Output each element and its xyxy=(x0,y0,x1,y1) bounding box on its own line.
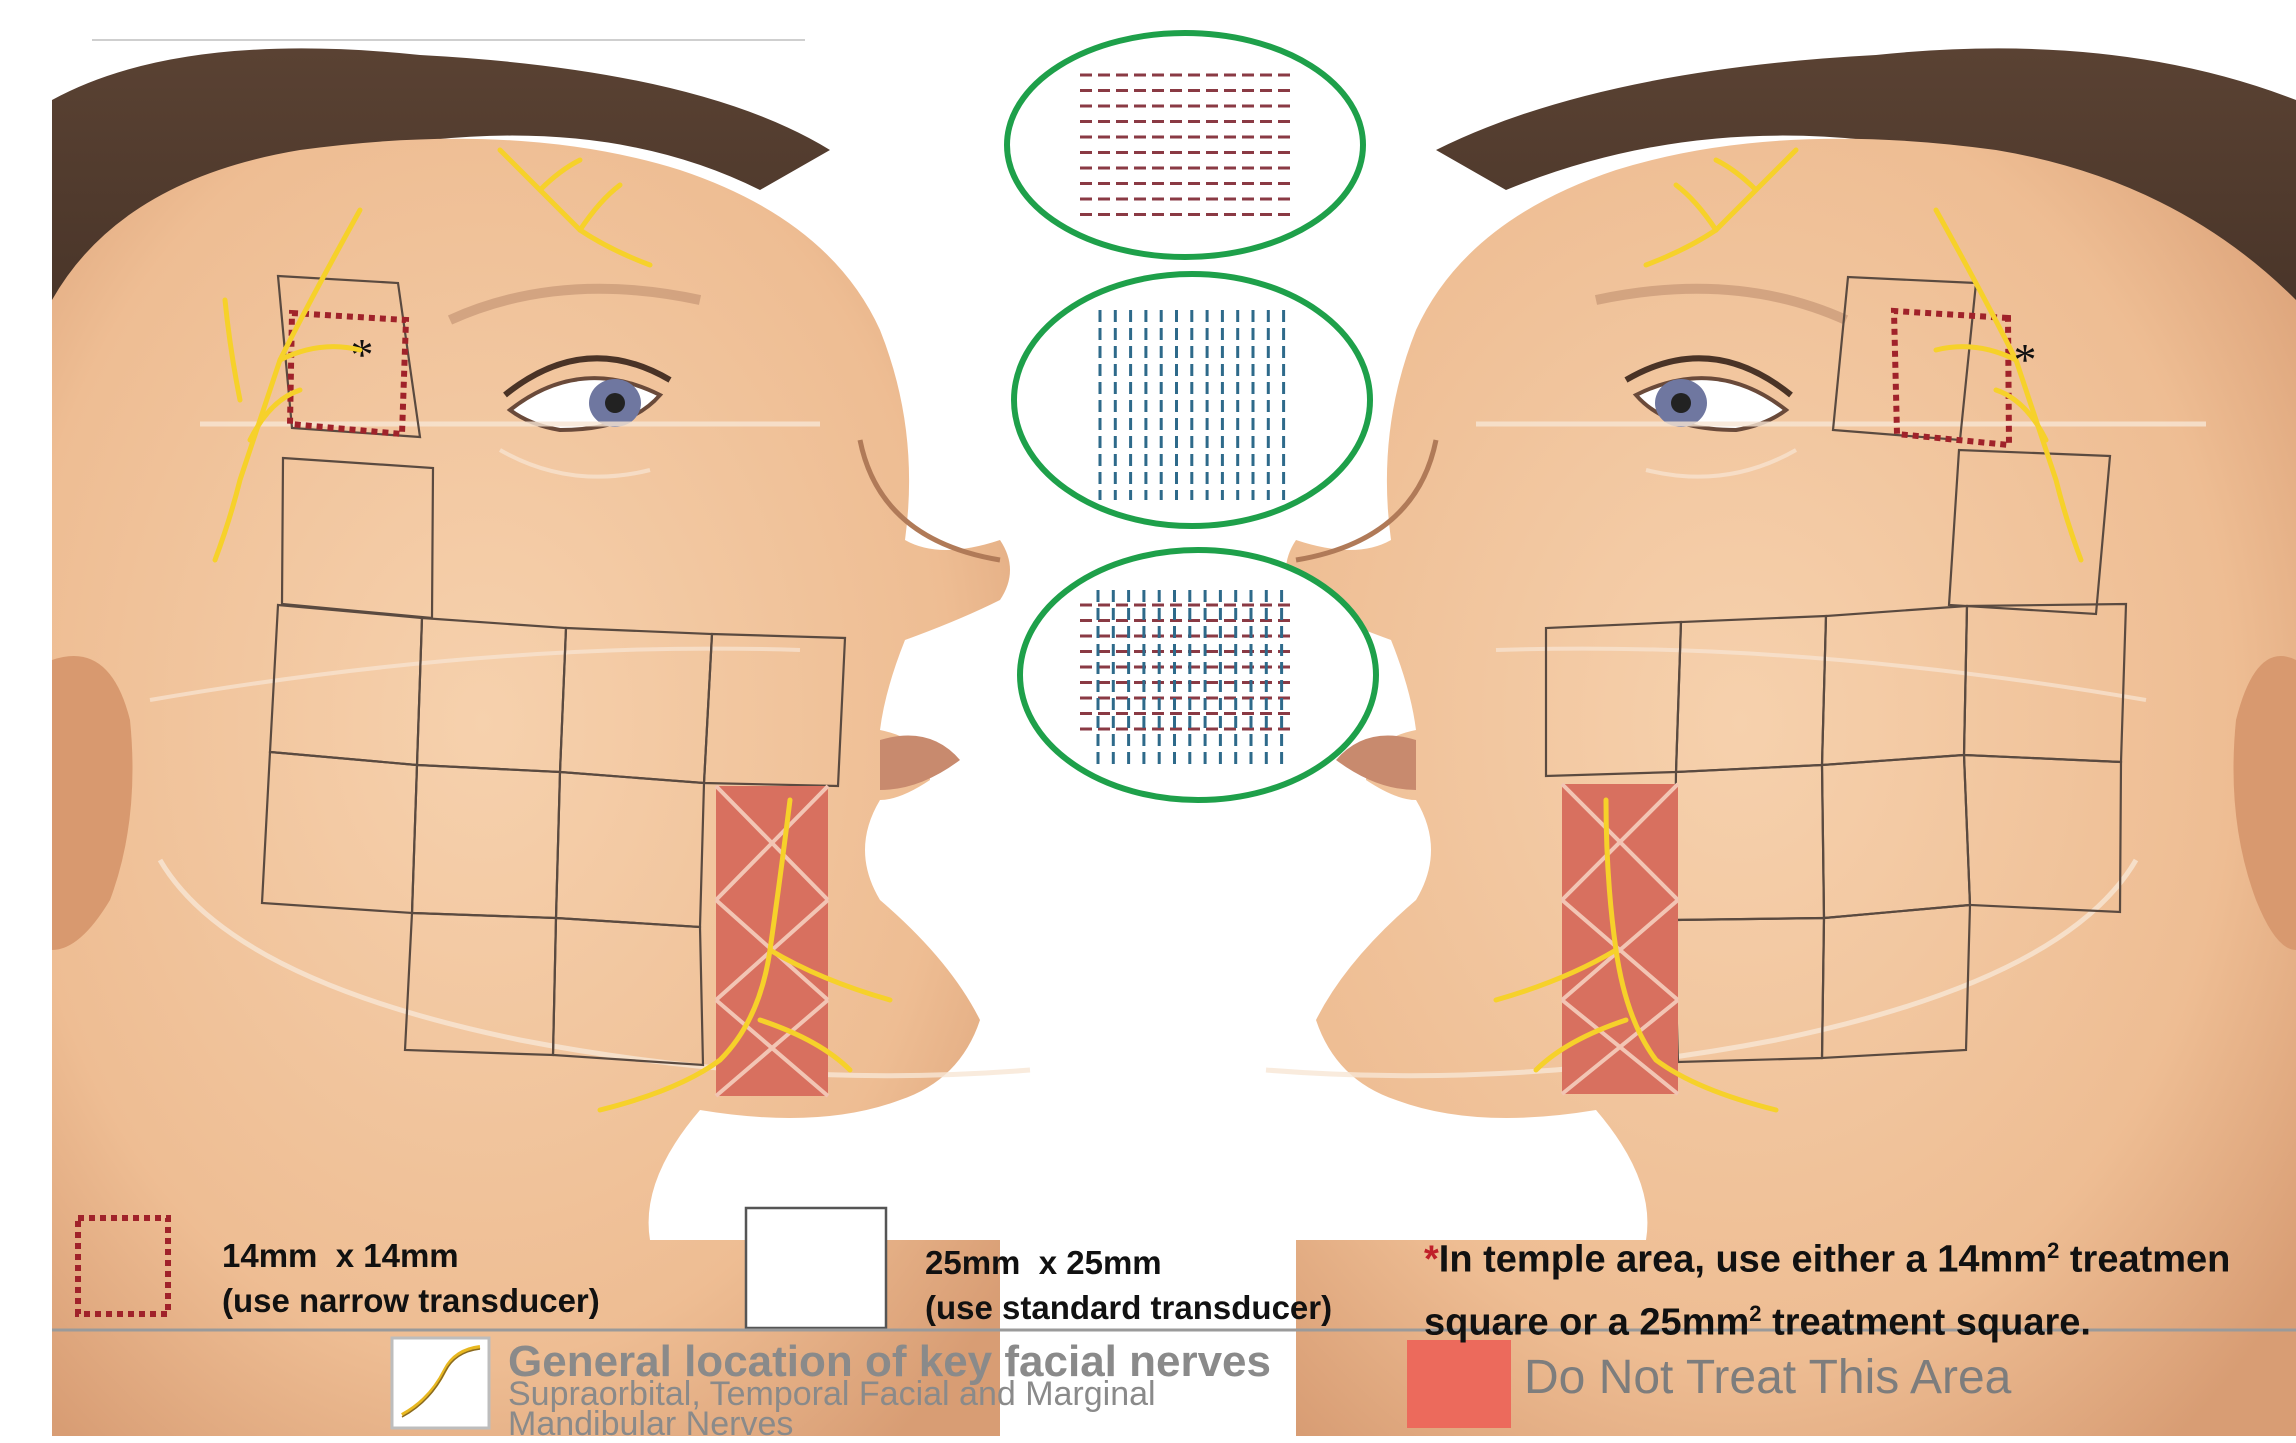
legend-narrow-note: (use narrow transducer) xyxy=(222,1278,600,1323)
temple-note-line2: square or a 25mm2 treatment square. xyxy=(1424,1287,2230,1350)
legend-narrow-size: 14mm x 14mm xyxy=(222,1233,600,1278)
temple-note: *In temple area, use either a 14mm2 trea… xyxy=(1424,1224,2230,1349)
legend-standard-note: (use standard transducer) xyxy=(925,1285,1332,1330)
legend-narrow-label: 14mm x 14mm (use narrow transducer) xyxy=(222,1233,600,1323)
combined-pattern-ellipse xyxy=(1020,550,1376,800)
pattern-ellipses xyxy=(1007,33,1376,800)
horizontal-pattern-ellipse xyxy=(1007,33,1363,257)
left-asterisk: * xyxy=(351,329,374,380)
vertical-pattern-ellipse xyxy=(1014,274,1370,526)
temple-note-star: * xyxy=(1424,1239,1439,1281)
legend-do-not-treat-swatch xyxy=(1407,1340,1511,1428)
legend-do-not-treat-label: Do Not Treat This Area xyxy=(1524,1350,2011,1405)
left-lips xyxy=(880,736,960,791)
legend-standard-label: 25mm x 25mm (use standard transducer) xyxy=(925,1240,1332,1330)
temple-note-line1: *In temple area, use either a 14mm2 trea… xyxy=(1424,1224,2230,1287)
right-asterisk: * xyxy=(2014,334,2037,385)
legend-standard-size: 25mm x 25mm xyxy=(925,1240,1332,1285)
legend-nerve-icon xyxy=(392,1338,489,1428)
legend-nerves-subtitle: Supraorbital, Temporal Facial and Margin… xyxy=(508,1379,1328,1439)
legend-standard-swatch xyxy=(746,1208,886,1328)
right-do-not-treat-zone xyxy=(1562,784,1678,1094)
